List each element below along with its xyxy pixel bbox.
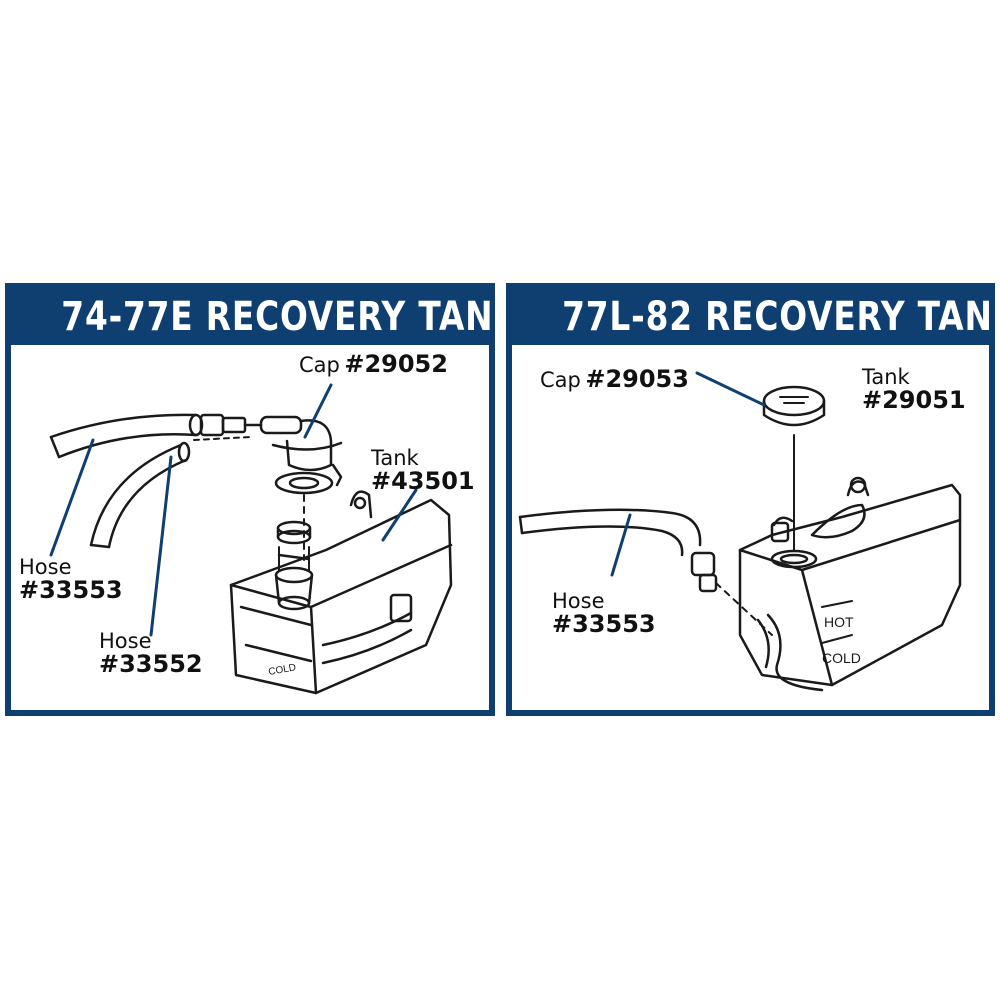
- svg-text:COLD: COLD: [822, 650, 861, 666]
- label-hose-33553: Hose #33553: [552, 589, 656, 638]
- cap-29052-drawing: [271, 419, 343, 495]
- leader-cap: [695, 371, 766, 407]
- illustration-77l-82: HOT COLD: [518, 371, 962, 692]
- leader-hose-a: [49, 438, 95, 557]
- hose-33552-drawing: [89, 441, 191, 549]
- label-hose-33552: Hose #33552: [99, 629, 203, 678]
- label-cap: Cap #29053: [540, 365, 689, 393]
- cap-29053-drawing: [762, 385, 826, 427]
- tank-43501-drawing: COLD: [229, 490, 453, 695]
- hose-33553-drawing: [518, 508, 702, 557]
- leader-hose-b: [149, 455, 173, 637]
- leader-hose: [610, 513, 632, 577]
- panel-77l-82: 77L-82 RECOVERY TANK: [506, 283, 1000, 716]
- leader-tank: [381, 488, 418, 542]
- panel-74-77e: 74-77E RECOVERY TANK: [5, 283, 519, 716]
- diagram-77l-82: HOT COLD Cap #29053 Tank #29051 Hose #33…: [512, 345, 989, 710]
- label-tank: Tank #29051: [862, 365, 966, 414]
- label-tank: Tank #43501: [371, 446, 475, 495]
- hose-33553-drawing: [49, 413, 204, 459]
- fitting: [690, 551, 716, 577]
- illustration-74-77e: COLD: [49, 383, 453, 695]
- tank-29051-drawing: HOT COLD: [738, 476, 962, 692]
- label-hose-33553: Hose #33553: [19, 555, 123, 604]
- fitting: [199, 413, 225, 437]
- panel-title: 77L-82 RECOVERY TANK: [512, 289, 1000, 345]
- leader-cap: [303, 383, 333, 439]
- label-cap: Cap #29052: [299, 350, 448, 378]
- diagram-74-77e: COLD Cap #29052 Tank #43501 Hose #33553 …: [11, 345, 489, 710]
- panel-title: 74-77E RECOVERY TANK: [11, 289, 519, 345]
- svg-text:COLD: COLD: [268, 662, 297, 678]
- svg-text:HOT: HOT: [824, 614, 854, 630]
